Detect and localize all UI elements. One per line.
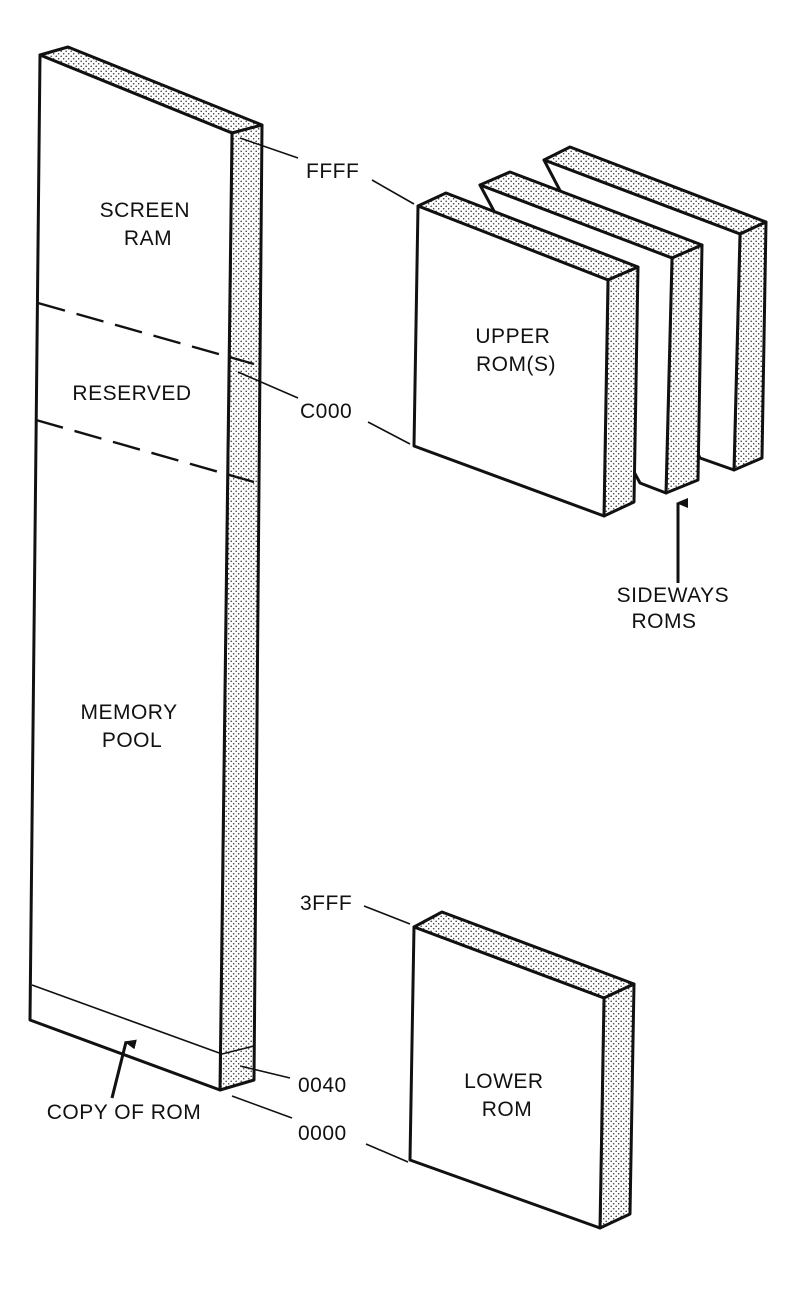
- upper-rom-label: UPPER ROM(S): [475, 325, 556, 376]
- ffff-leader-left: [239, 137, 299, 159]
- lower-rom-label: LOWER ROM: [464, 1070, 550, 1121]
- copy-of-rom-boundary: [31, 984, 223, 1055]
- sideways-roms-label: SIDEWAYS ROMS: [617, 584, 736, 633]
- lower-rom-block: [408, 910, 636, 1230]
- ffff-leader-right: [371, 179, 415, 205]
- address-3fff-label: 3FFF: [300, 892, 352, 915]
- reserved-upper-boundary: [37, 301, 255, 366]
- address-ffff-label: FFFF: [306, 160, 359, 183]
- copy-of-rom-side-boundary: [221, 1045, 255, 1055]
- 0000-leader-right: [365, 1143, 409, 1163]
- address-c000-label: C000: [300, 400, 352, 423]
- 0040-leader-left: [239, 1065, 291, 1079]
- 0000-leader-left: [231, 1095, 293, 1119]
- 3fff-leader-right: [363, 905, 411, 925]
- c000-leader-right: [367, 421, 411, 445]
- memory-block: [28, 45, 264, 1092]
- c000-leader-left: [237, 371, 299, 399]
- upper-rom-block: [412, 191, 640, 518]
- copy-of-rom-label: COPY OF ROM: [47, 1101, 201, 1124]
- memory-block-front: [28, 53, 234, 1092]
- address-0000-label: 0000: [298, 1122, 347, 1145]
- reserved-label: RESERVED: [72, 382, 191, 405]
- copy-of-rom-arrow: [110, 1039, 137, 1099]
- address-0040-label: 0040: [298, 1074, 347, 1097]
- memory-pool-label: MEMORY POOL: [80, 701, 183, 752]
- screen-ram-label: SCREEN RAM: [100, 199, 197, 250]
